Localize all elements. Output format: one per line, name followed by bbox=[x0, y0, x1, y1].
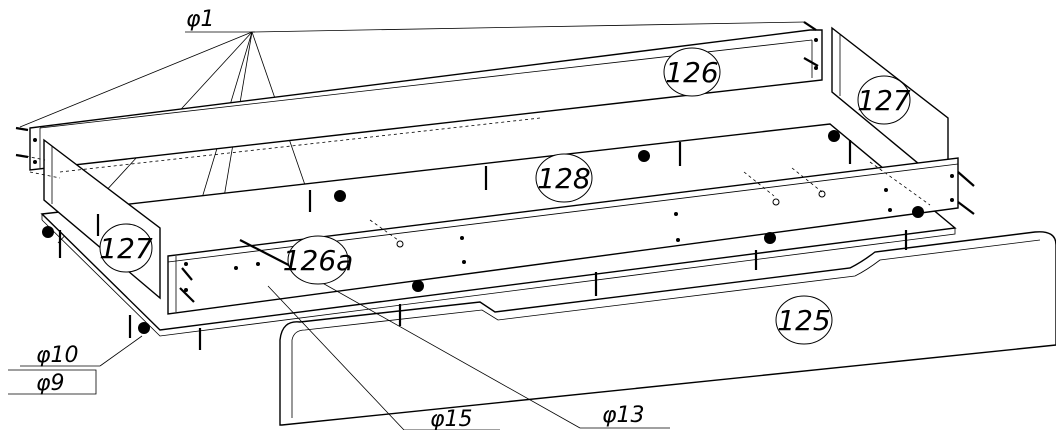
svg-text:128: 128 bbox=[537, 162, 590, 195]
panel-125-facade bbox=[279, 231, 1056, 426]
part-label-127-right: 127 bbox=[857, 75, 911, 125]
svg-text:126a: 126a bbox=[283, 244, 354, 277]
dashed-guides bbox=[19, 117, 931, 241]
callout-f13: φ13 bbox=[602, 403, 645, 428]
part-label-126: 126 bbox=[663, 47, 721, 97]
callout-f10: φ10 bbox=[36, 343, 79, 368]
callout-f13-group: φ13 bbox=[309, 275, 670, 429]
svg-text:127: 127 bbox=[99, 232, 153, 265]
callout-f10-f9: φ10 φ9 bbox=[8, 335, 143, 396]
screws bbox=[15, 21, 975, 350]
part-label-125: 125 bbox=[775, 295, 833, 345]
svg-text:126: 126 bbox=[665, 56, 718, 89]
callout-f15: φ15 bbox=[430, 407, 473, 430]
cam-fittings bbox=[42, 130, 924, 334]
holes bbox=[33, 38, 954, 292]
svg-text:125: 125 bbox=[777, 304, 830, 337]
svg-text:127: 127 bbox=[857, 84, 911, 117]
part-label-128: 128 bbox=[535, 153, 593, 203]
callout-f15-group: φ15 bbox=[267, 285, 500, 430]
callout-f9: φ9 bbox=[36, 371, 65, 396]
callout-f1: φ1 bbox=[186, 7, 215, 32]
part-label-127-left: 127 bbox=[99, 223, 153, 273]
part-label-126a: 126a bbox=[283, 235, 354, 285]
